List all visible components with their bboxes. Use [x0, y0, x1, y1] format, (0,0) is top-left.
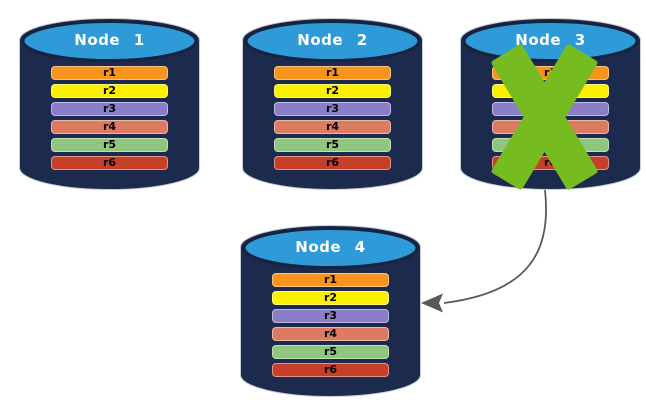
record-row: r3	[272, 309, 389, 323]
db-node-4: Node 4 r1 r2 r3 r4 r5 r6	[240, 216, 421, 397]
record-rows: r1 r2 r3 r4 r5 r6	[51, 66, 168, 174]
record-row: r6	[274, 156, 391, 170]
record-row: r5	[274, 138, 391, 152]
x-mark-icon	[491, 44, 598, 190]
record-row: r5	[51, 138, 168, 152]
node-title: Node 2	[297, 31, 368, 49]
db-node-2: Node 2 r1 r2 r3 r4 r5 r6	[242, 9, 423, 190]
record-row: r6	[51, 156, 168, 170]
node-title: Node 1	[74, 31, 145, 49]
record-row: r4	[272, 327, 389, 341]
record-row: r2	[274, 84, 391, 98]
record-rows: r1 r2 r3 r4 r5 r6	[272, 273, 389, 381]
node-title: Node 4	[295, 238, 366, 256]
record-row: r4	[274, 120, 391, 134]
record-row: r2	[51, 84, 168, 98]
record-row: r2	[272, 291, 389, 305]
record-rows: r1 r2 r3 r4 r5 r6	[274, 66, 391, 174]
node-title: Node 3	[515, 31, 586, 49]
record-row: r4	[51, 120, 168, 134]
record-row: r5	[272, 345, 389, 359]
record-row: r3	[274, 102, 391, 116]
record-row: r1	[51, 66, 168, 80]
record-row: r1	[274, 66, 391, 80]
db-node-1: Node 1 r1 r2 r3 r4 r5 r6	[19, 9, 200, 190]
record-row: r6	[272, 363, 389, 377]
record-row: r1	[272, 273, 389, 287]
record-row: r3	[51, 102, 168, 116]
